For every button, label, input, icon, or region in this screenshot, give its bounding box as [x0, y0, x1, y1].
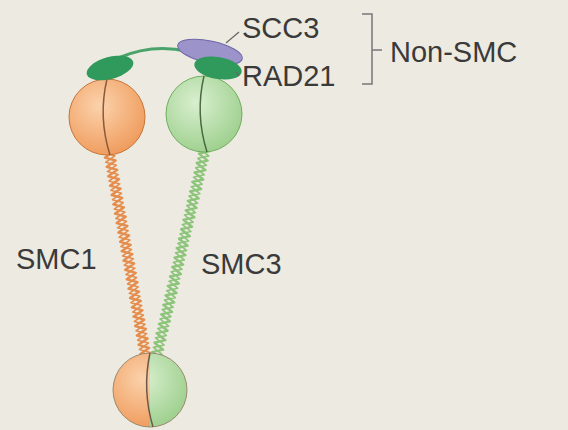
leader-line: [236, 72, 239, 76]
rad21-subunit: [84, 51, 136, 85]
bracket: [362, 14, 382, 84]
coil-strand: [104, 153, 150, 359]
protein-label: SCC3: [242, 14, 319, 43]
protein-label: RAD21: [242, 62, 336, 91]
smc3-head: [166, 76, 242, 152]
group-label: Non-SMC: [390, 38, 517, 67]
smc1-head: [69, 79, 145, 155]
protein-label: SMC3: [201, 250, 282, 279]
hinge-domain: [113, 353, 187, 427]
leader-line: [226, 32, 239, 43]
coil-strand: [151, 149, 209, 357]
rad21-subunit: [192, 53, 243, 83]
protein-label: SMC1: [16, 245, 97, 274]
coiled-coil-arms: [104, 149, 210, 359]
